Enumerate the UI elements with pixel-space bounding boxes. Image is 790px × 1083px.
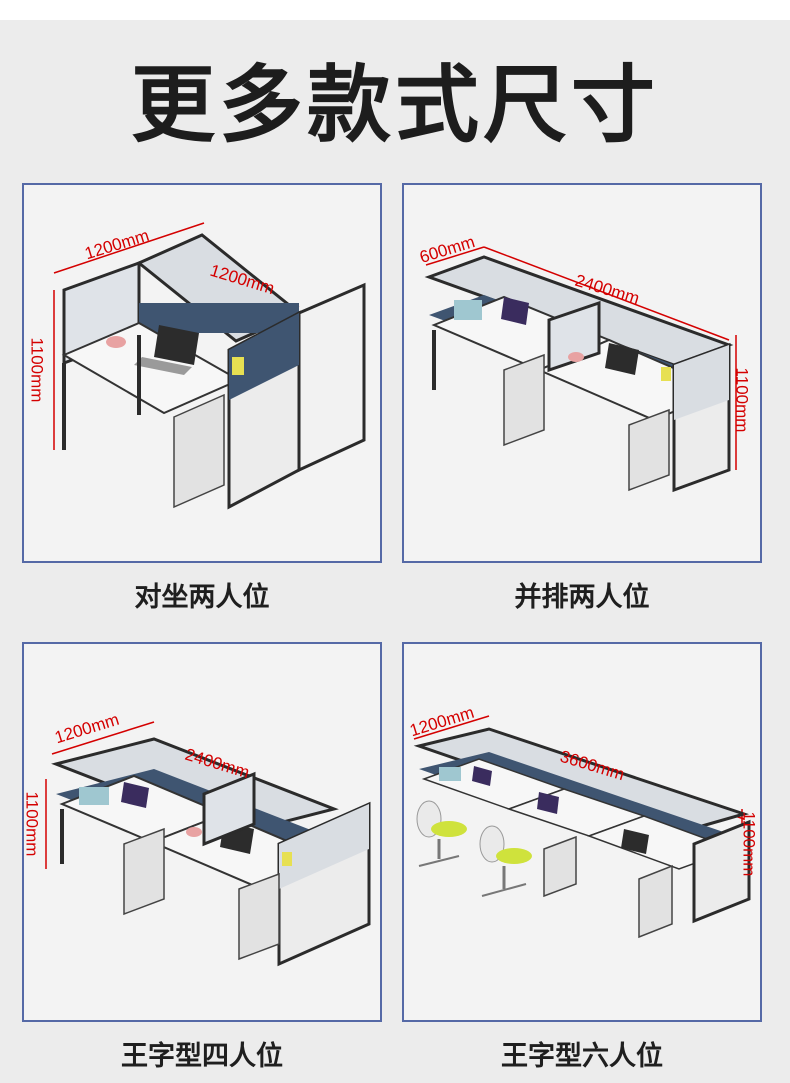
dimension-height-label: 1100mm: [27, 337, 47, 403]
product-image-six-seat-cluster: 1200mm 3600mm 1100mm: [402, 642, 762, 1022]
desk-illustration: [53, 222, 366, 510]
product-image-four-seat-cluster: 1200mm 2400mm 1100mm: [22, 642, 382, 1022]
caption-six-seat-cluster: 王字型六人位: [501, 1041, 663, 1072]
product-image-side-by-side-two-seat: 600mm 2400mm 1100mm: [402, 183, 762, 563]
desk-illustration: [45, 721, 371, 967]
dimension-height-label: 1100mm: [22, 791, 42, 857]
desk-illustration: [424, 246, 737, 493]
page-title: 更多款式尺寸: [130, 56, 659, 154]
caption-side-by-side-two-seat: 并排两人位: [514, 582, 650, 613]
desk-illustration: [413, 715, 751, 939]
dimension-height-label: 1100mm: [739, 811, 759, 877]
caption-four-seat-cluster: 王字型四人位: [121, 1041, 283, 1072]
product-image-face-to-face-two-seat: 1200mm 1200mm 1100mm: [22, 183, 382, 563]
dimension-height-label: 1100mm: [732, 367, 752, 433]
caption-face-to-face-two-seat: 对坐两人位: [134, 582, 270, 613]
top-strip: [0, 0, 790, 20]
